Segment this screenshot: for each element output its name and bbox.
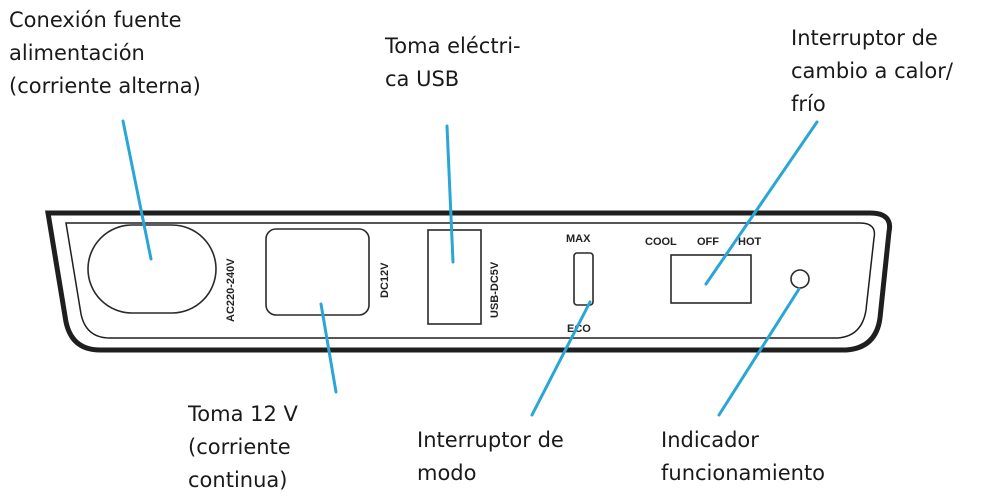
label-heat-cool-switch-line1: Interruptor de xyxy=(791,26,938,50)
panel-body xyxy=(45,210,893,353)
label-mode-switch-line1: Interruptor de xyxy=(417,428,564,452)
label-dc-socket-line1: Toma 12 V xyxy=(188,402,298,426)
label-heat-cool-switch-line2: cambio a calor/ xyxy=(791,59,953,83)
callout-line-ac xyxy=(121,119,153,261)
label-dc-socket-line2: (corriente xyxy=(188,435,291,459)
panel-face xyxy=(65,222,876,339)
label-ac-connection-line1: Conexión fuente xyxy=(9,8,182,32)
label-usb-socket-line1: Toma eléctri- xyxy=(385,34,521,58)
callout-line-usb xyxy=(445,124,455,264)
label-mode-switch-line2: modo xyxy=(417,461,477,485)
label-indicator: Indicador funcionamiento xyxy=(661,424,825,490)
mode-switch xyxy=(573,252,594,306)
label-usb-socket: Toma eléctri- ca USB xyxy=(385,30,521,96)
label-heat-cool-switch-line3: frío xyxy=(791,92,826,116)
callout-line-dc xyxy=(319,302,338,394)
heat-cool-switch xyxy=(670,254,752,304)
dc-port-marking: DC12V xyxy=(379,262,391,298)
label-heat-cool-switch: Interruptor de cambio a calor/ frío xyxy=(791,22,953,121)
label-dc-socket: Toma 12 V (corriente continua) xyxy=(188,398,298,497)
callout-line-indicator xyxy=(717,287,801,417)
ac-power-connector xyxy=(87,224,217,314)
label-indicator-line2: funcionamiento xyxy=(661,461,826,485)
mode-max-marking: MAX xyxy=(566,233,591,245)
usb-socket xyxy=(427,229,482,325)
dc-12v-socket xyxy=(265,228,370,316)
label-indicator-line1: Indicador xyxy=(661,428,759,452)
switch-off-marking: OFF xyxy=(697,236,719,248)
label-ac-connection: Conexión fuente alimentación (corriente … xyxy=(9,4,201,103)
label-ac-connection-line2: alimentación xyxy=(9,41,145,65)
usb-port-marking: USB-DC5V xyxy=(489,261,501,318)
switch-cool-marking: COOL xyxy=(645,236,677,248)
callout-line-mode xyxy=(530,300,592,417)
ac-port-marking: AC220-240V xyxy=(225,258,237,322)
callout-line-heat-cool xyxy=(704,120,819,286)
label-dc-socket-line3: continua) xyxy=(188,468,288,492)
label-ac-connection-line3: (corriente alterna) xyxy=(9,74,201,98)
switch-hot-marking: HOT xyxy=(738,236,762,248)
label-mode-switch: Interruptor de modo xyxy=(417,424,564,490)
label-usb-socket-line2: ca USB xyxy=(385,67,460,91)
